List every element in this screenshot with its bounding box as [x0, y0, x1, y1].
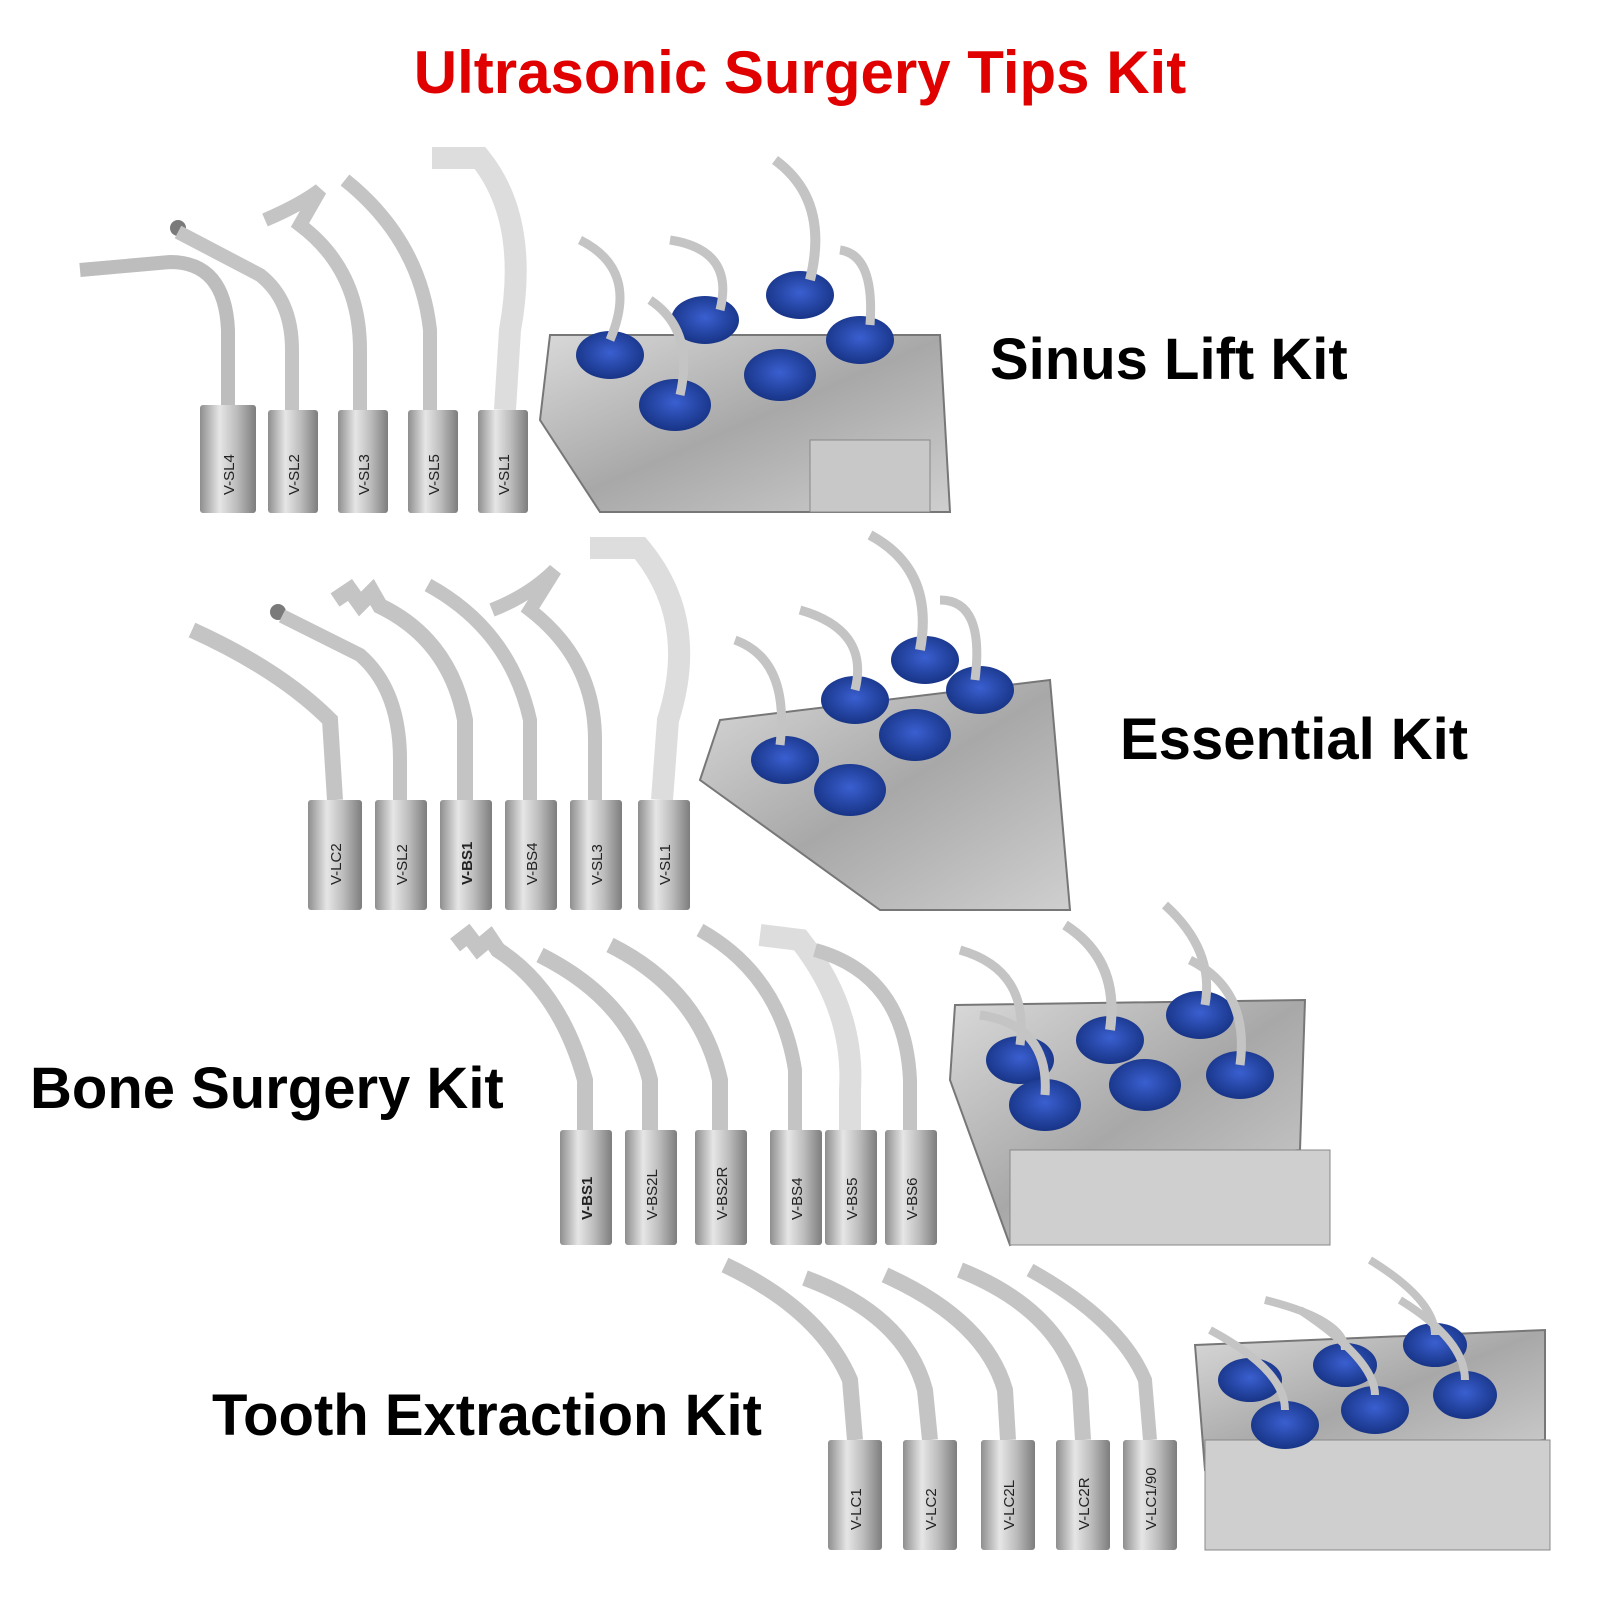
shank-label: V-LC2L	[1001, 1480, 1018, 1530]
shank-label: V-SL1	[496, 454, 513, 495]
shank-label: V-SL2	[286, 454, 303, 495]
tip-v-sl1: V-SL1	[432, 147, 528, 513]
tip-v-bs1: V-BS1	[330, 578, 492, 910]
shank-label: V-LC1/90	[1143, 1467, 1160, 1530]
tip-v-bs5: V-BS5	[758, 924, 877, 1245]
tip-v-lc2: V-LC2	[802, 1270, 957, 1550]
shank-label: V-BS1	[459, 842, 476, 885]
shank-label: V-LC2R	[1076, 1477, 1093, 1530]
shank-label: V-SL3	[589, 844, 606, 885]
kit-label-tooth-extraction: Tooth Extraction Kit	[212, 1383, 762, 1448]
tip-v-sl3: V-SL3	[262, 184, 388, 513]
tip-v-lc1-90: V-LC1/90	[1026, 1263, 1177, 1550]
tip-v-bs6: V-BS6	[813, 943, 937, 1245]
tip-v-bs4: V-BS4	[424, 578, 557, 910]
tip-v-sl2: V-SL2	[270, 604, 427, 910]
holder-bone-surgery	[948, 901, 1331, 1247]
page-title: Ultrasonic Surgery Tips Kit	[413, 39, 1187, 106]
tip-v-bs4: V-BS4	[696, 923, 822, 1245]
shank-label: V-SL1	[657, 844, 674, 885]
tip-v-sl4: V-SL4	[79, 254, 256, 513]
tip-v-lc2l: V-LC2L	[881, 1267, 1035, 1550]
shank-label: V-BS1	[579, 1177, 596, 1220]
tip-row-bone-surgery: V-BS1 V-BS2L V-BS2R V-BS4 V-BS5 V-BS6	[450, 901, 1331, 1247]
tip-v-lc2: V-LC2	[188, 622, 362, 910]
tip-row-sinus-lift: V-SL4 V-SL2 V-SL3 V-SL5 V-SL1	[79, 147, 952, 513]
tip-v-bs1: V-BS1	[450, 923, 612, 1245]
shank-label: V-SL5	[426, 454, 443, 495]
shank-label: V-LC2	[923, 1488, 940, 1530]
kit-label-essential: Essential Kit	[1120, 707, 1469, 772]
tip-v-bs2l: V-BS2L	[536, 947, 677, 1245]
shank-label: V-BS2R	[714, 1166, 731, 1220]
shank-label: V-BS4	[789, 1177, 806, 1220]
shank-label: V-SL4	[221, 454, 238, 495]
tip-v-lc1: V-LC1	[721, 1257, 882, 1550]
shank-label: V-BS5	[844, 1177, 861, 1220]
shank-label: V-SL3	[356, 454, 373, 495]
shank-label: V-SL2	[394, 844, 411, 885]
tip-v-sl2: V-SL2	[170, 220, 318, 513]
kit-label-sinus-lift: Sinus Lift Kit	[990, 327, 1348, 392]
tip-row-tooth-extraction: V-LC1 V-LC2 V-LC2L V-LC2R V-LC1/90	[721, 1256, 1551, 1551]
tip-row-essential: V-LC2 V-SL2 V-BS1 V-BS4 V-SL3 V-SL1	[188, 530, 1072, 911]
tip-v-sl3: V-SL3	[489, 564, 622, 910]
shank-label: V-LC1	[848, 1488, 865, 1530]
shank-label: V-BS6	[904, 1177, 921, 1220]
kit-label-bone-surgery: Bone Surgery Kit	[30, 1056, 504, 1121]
holder-sinus-lift	[538, 155, 952, 513]
tip-v-sl1: V-SL1	[590, 537, 691, 910]
holder-tooth-extraction	[1193, 1256, 1551, 1551]
tip-v-sl5: V-SL5	[340, 174, 458, 513]
tip-v-lc2r: V-LC2R	[957, 1262, 1110, 1550]
shank-label: V-BS4	[524, 842, 541, 885]
tip-v-bs2r: V-BS2R	[606, 937, 747, 1245]
holder-essential	[698, 530, 1072, 911]
shank-label: V-BS2L	[644, 1169, 661, 1220]
shank-label: V-LC2	[328, 843, 345, 885]
